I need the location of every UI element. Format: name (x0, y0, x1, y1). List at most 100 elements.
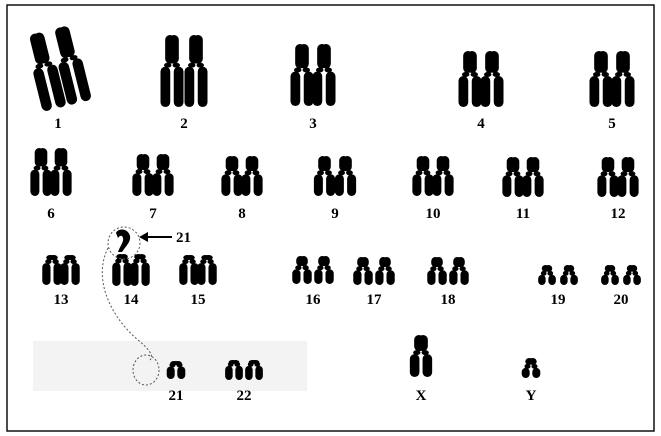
chromosome (502, 157, 523, 197)
chromosome-label-16: 16 (306, 292, 322, 308)
chromosome-label-13: 13 (54, 292, 69, 308)
centromere (602, 72, 609, 77)
chromosome-pair-y (522, 358, 541, 378)
centromere (316, 68, 323, 73)
chromosome-pair-9 (314, 156, 356, 196)
centromere (140, 259, 146, 264)
chromatid-q-arm (597, 175, 606, 197)
chromosome-label-1: 1 (54, 116, 62, 132)
chromatid-q-arm (314, 174, 323, 196)
chromosome-pair-14 (112, 254, 149, 286)
chromosome-label-17: 17 (367, 292, 383, 308)
chromosome-label-22: 22 (237, 388, 252, 404)
chromatid-q-arm (60, 263, 68, 285)
chromatid-q-arm (50, 170, 59, 196)
centromere (164, 169, 171, 174)
chromosome (112, 254, 131, 286)
chromosome-pair-1 (24, 24, 92, 112)
chromosome (42, 255, 61, 285)
centromere (60, 57, 69, 64)
centromere (254, 362, 260, 367)
chromatid-p-arm (489, 51, 499, 73)
centromere (356, 266, 362, 271)
chromatid-p-arm (322, 156, 331, 171)
chromosome (314, 256, 333, 284)
chromosome-label-5: 5 (608, 116, 616, 132)
centromere (624, 72, 631, 77)
chromatid-p-arm (630, 265, 638, 272)
chromatid-q-arm (427, 270, 435, 285)
centromere (459, 266, 465, 271)
chromatid-p-arm (229, 156, 238, 171)
chromatid-q-arm (617, 175, 626, 197)
chromosome-label-19: 19 (551, 292, 566, 308)
centromere (136, 169, 143, 174)
centromere (302, 265, 308, 270)
centromere (303, 68, 310, 73)
chromatid-q-arm (290, 72, 300, 106)
chromatid-q-arm (235, 366, 243, 380)
centromere (632, 271, 638, 276)
centromere (609, 171, 616, 176)
centromere (601, 171, 608, 176)
chromatid-q-arm (472, 76, 482, 107)
chromatid-p-arm (620, 51, 630, 73)
chromatid-q-arm (43, 170, 52, 196)
chromatid-q-arm (130, 263, 138, 286)
centromere (610, 271, 616, 276)
chromatid-p-arm (300, 256, 308, 266)
centromere (541, 271, 547, 276)
centromere (506, 171, 513, 176)
chromosome-label-9: 9 (331, 206, 339, 222)
chromatid-q-arm (386, 270, 394, 285)
chromatid-q-arm (304, 72, 314, 106)
chromatid-p-arm (160, 154, 169, 170)
chromatid-p-arm (38, 148, 47, 167)
chromatid-q-arm (425, 174, 434, 196)
centromere (346, 170, 353, 175)
centromere (182, 259, 188, 264)
chromatid-p-arm (567, 265, 575, 272)
centromere (621, 171, 628, 176)
chromosome-label-12: 12 (611, 206, 626, 222)
translocated-segment (116, 230, 130, 252)
centromere (413, 350, 420, 355)
chromatid-q-arm (234, 174, 243, 196)
centromere (604, 271, 610, 276)
chromatid-q-arm (570, 275, 578, 285)
chromatid-p-arm (249, 156, 258, 171)
centromere (245, 170, 252, 175)
centromere (63, 259, 69, 264)
chromosome-pair-11 (502, 157, 543, 197)
chromatid-p-arm (383, 257, 391, 267)
centromere (593, 72, 600, 77)
centromere (338, 170, 345, 175)
centromere (70, 259, 76, 264)
centromere (233, 170, 240, 175)
chromatid-q-arm (145, 173, 154, 196)
centromere (295, 265, 301, 270)
chromatid-p-arm (58, 148, 67, 167)
chromatid-p-arm (467, 51, 477, 73)
chromosome (292, 256, 311, 284)
chromosome (290, 44, 313, 106)
chromosome-pair-6 (30, 148, 71, 196)
chromatid-q-arm (303, 269, 311, 284)
centromere (133, 259, 139, 264)
chromatid-p-arm (598, 51, 608, 73)
chromatid-p-arm (361, 257, 369, 267)
centromere (424, 170, 431, 175)
chromatid-p-arm (529, 358, 537, 365)
chromatid-q-arm (480, 76, 490, 107)
chromosome (132, 154, 153, 196)
chromosome (375, 257, 394, 285)
chromosome (538, 265, 556, 285)
chromosome (522, 157, 543, 197)
centromere (144, 169, 151, 174)
chromosome-pair-2 (160, 35, 207, 107)
centromere (563, 271, 569, 276)
centromere (197, 63, 204, 68)
centromere (324, 265, 330, 270)
centromere (378, 266, 384, 271)
chromatid-q-arm (160, 67, 170, 107)
